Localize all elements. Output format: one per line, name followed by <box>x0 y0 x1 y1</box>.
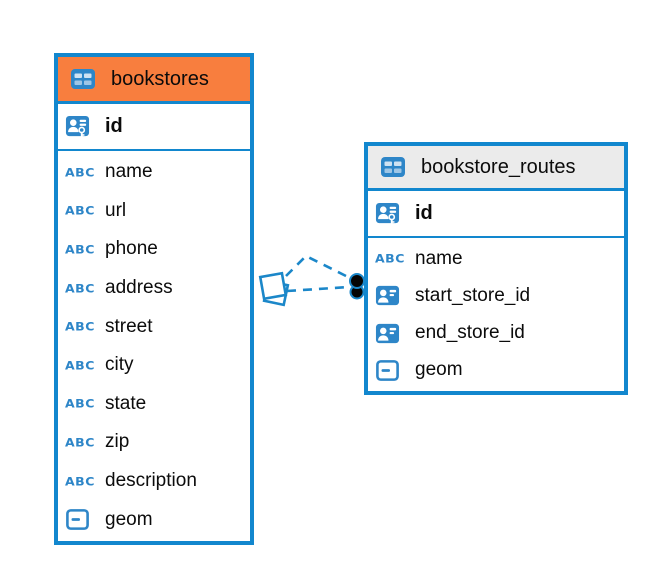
column-row[interactable]: end_store_id <box>368 315 624 352</box>
column-row[interactable]: start_store_id <box>368 277 624 314</box>
table-icon <box>70 68 101 90</box>
column-name: zip <box>105 431 130 453</box>
column-name: geom <box>415 359 463 381</box>
relationship-line-upper[interactable] <box>285 254 351 280</box>
column-name: description <box>105 470 197 492</box>
relationship-target-anchor[interactable] <box>349 273 365 300</box>
column-row[interactable]: ABC description <box>58 462 250 501</box>
primary-key-icon <box>375 201 406 227</box>
relationship-line-lower[interactable] <box>286 285 350 293</box>
text-type-icon: ABC <box>65 358 95 373</box>
column-name: id <box>415 202 433 224</box>
table-columns: ABC name ABC url ABC phone ABC address A… <box>58 151 250 541</box>
column-name: phone <box>105 238 158 260</box>
table-bookstore-routes[interactable]: bookstore_routes id ABC name start_store… <box>364 142 628 395</box>
column-row[interactable]: ABC name <box>368 240 624 277</box>
column-name: name <box>415 247 463 269</box>
table-icon <box>380 156 411 178</box>
column-name: start_store_id <box>415 284 531 306</box>
column-row[interactable]: ABC zip <box>58 423 250 462</box>
column-row[interactable]: ABC name <box>58 153 250 192</box>
column-name: geom <box>105 508 153 530</box>
column-row[interactable]: ABC address <box>58 269 250 308</box>
column-name: id <box>105 115 123 137</box>
column-row[interactable]: geom <box>368 352 624 389</box>
column-row[interactable]: geom <box>58 500 250 539</box>
table-bookstores[interactable]: bookstores id ABC name ABC url ABC phone… <box>54 53 254 545</box>
column-name: city <box>105 354 134 376</box>
column-name: url <box>105 199 127 221</box>
column-name: address <box>105 277 173 299</box>
text-type-icon: ABC <box>65 319 95 334</box>
column-name: end_store_id <box>415 322 525 344</box>
column-row[interactable]: ABC url <box>58 192 250 231</box>
text-type-icon: ABC <box>65 281 95 295</box>
table-header-bookstore-routes[interactable]: bookstore_routes <box>368 146 624 191</box>
text-type-icon: ABC <box>65 474 95 488</box>
column-name: street <box>105 315 153 337</box>
table-columns: ABC name start_store_id end_store_id ge <box>368 238 624 391</box>
primary-key-icon <box>65 114 96 140</box>
text-type-icon: ABC <box>65 435 95 450</box>
column-name: state <box>105 392 147 414</box>
foreign-key-icon <box>375 283 406 308</box>
text-type-icon: ABC <box>65 396 95 411</box>
relationship-source-anchor[interactable] <box>258 271 290 307</box>
text-type-icon: ABC <box>65 165 95 180</box>
text-type-icon: ABC <box>65 203 95 218</box>
text-type-icon: ABC <box>375 251 405 266</box>
text-type-icon: ABC <box>65 242 95 257</box>
column-row[interactable]: ABC state <box>58 385 250 424</box>
foreign-key-icon <box>375 321 406 346</box>
geometry-type-icon <box>375 358 406 383</box>
column-row-id[interactable]: id <box>368 191 624 238</box>
table-header-bookstores[interactable]: bookstores <box>58 57 250 104</box>
column-row-id[interactable]: id <box>58 104 250 151</box>
table-title: bookstore_routes <box>421 155 576 178</box>
table-title: bookstores <box>111 67 209 90</box>
column-row[interactable]: ABC phone <box>58 230 250 269</box>
geometry-type-icon <box>65 507 96 532</box>
column-row[interactable]: ABC street <box>58 307 250 346</box>
column-row[interactable]: ABC city <box>58 346 250 385</box>
column-name: name <box>105 161 153 183</box>
